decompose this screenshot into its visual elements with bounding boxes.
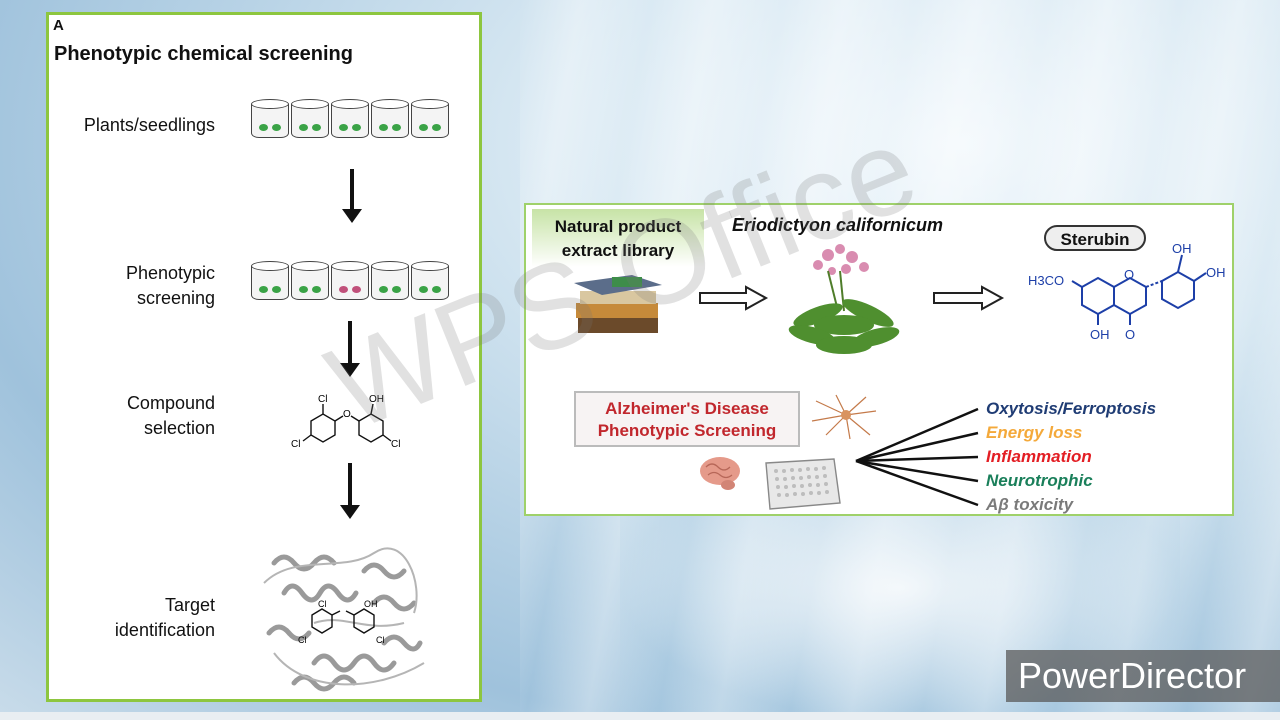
atom-label: O <box>343 409 351 420</box>
well <box>251 99 289 139</box>
species-name: Eriodictyon californicum <box>732 215 944 235</box>
outcome-inflammation: Inflammation <box>986 447 1092 466</box>
outcome-energy-loss: Energy loss <box>986 423 1083 442</box>
natural-product-library-label: Natural product extract library <box>532 209 704 267</box>
sterubin-structure-icon: H3CO O OH O OH OH <box>1028 241 1226 342</box>
well <box>291 99 329 139</box>
brain-icon <box>700 457 740 490</box>
atom-label: OH <box>1172 241 1192 256</box>
atom-label: O <box>1124 267 1134 282</box>
protein-structure-icon: Cl OH Cl Cl <box>263 547 425 692</box>
panel-sterubin-discovery: Natural product extract library Eriodict… <box>524 203 1234 516</box>
panel-title: Phenotypic chemical screening <box>54 43 353 65</box>
well <box>371 99 409 139</box>
well <box>371 261 409 301</box>
plant-icon <box>788 244 900 354</box>
right-arrow-icon <box>699 285 769 311</box>
screening-plate <box>251 261 451 301</box>
down-arrow-icon <box>340 463 360 519</box>
well <box>291 261 329 301</box>
outcome-abeta-toxicity: Aβ toxicity <box>986 495 1074 514</box>
panel-letter: A <box>53 17 64 34</box>
outcome-neurotrophic: Neurotrophic <box>986 471 1093 490</box>
atom-label: H3CO <box>1028 273 1064 288</box>
down-arrow-icon <box>342 169 362 223</box>
bottom-strip <box>0 712 1280 720</box>
seedling-plate <box>251 99 451 139</box>
atom-label: Cl <box>318 599 327 609</box>
alzheimers-screening-label: Alzheimer's Disease Phenotypic Screening <box>574 391 800 447</box>
outcome-connector-lines <box>855 407 979 507</box>
branding-backdrop <box>1006 650 1280 702</box>
well <box>331 261 369 301</box>
well <box>411 261 449 301</box>
books-icon <box>574 275 662 333</box>
neuron-icon <box>811 394 877 440</box>
atom-label: OH <box>369 394 384 405</box>
atom-label: Cl <box>376 635 385 645</box>
well <box>331 99 369 139</box>
well-plate-icon <box>765 458 841 510</box>
atom-label: OH <box>364 599 378 609</box>
atom-label: Cl <box>298 635 307 645</box>
compound-structure-icon: O Cl OH Cl Cl <box>291 394 400 450</box>
panel-phenotypic-screening: A Phenotypic chemical screening Plants/s… <box>46 12 482 702</box>
atom-label: OH <box>1206 265 1226 280</box>
atom-label: Cl <box>318 394 327 405</box>
well <box>251 261 289 301</box>
powerdirector-logo: PowerDirector <box>1018 655 1247 696</box>
right-arrow-icon <box>933 285 1005 311</box>
step-plants: Plants/seedlings <box>83 115 215 135</box>
step-phenotypic-screening: Phenotypic screening <box>125 263 215 308</box>
atom-label: Cl <box>391 439 400 450</box>
atom-label: Cl <box>291 439 300 450</box>
atom-label: OH <box>1090 327 1110 342</box>
well <box>411 99 449 139</box>
compound-name-badge: Sterubin <box>1044 225 1146 251</box>
atom-label: O <box>1125 327 1135 342</box>
down-arrow-icon <box>340 321 360 377</box>
step-target-identification: Target identification <box>114 595 215 640</box>
outcome-oxytosis: Oxytosis/Ferroptosis <box>986 399 1157 418</box>
step-compound-selection: Compound selection <box>126 393 215 438</box>
